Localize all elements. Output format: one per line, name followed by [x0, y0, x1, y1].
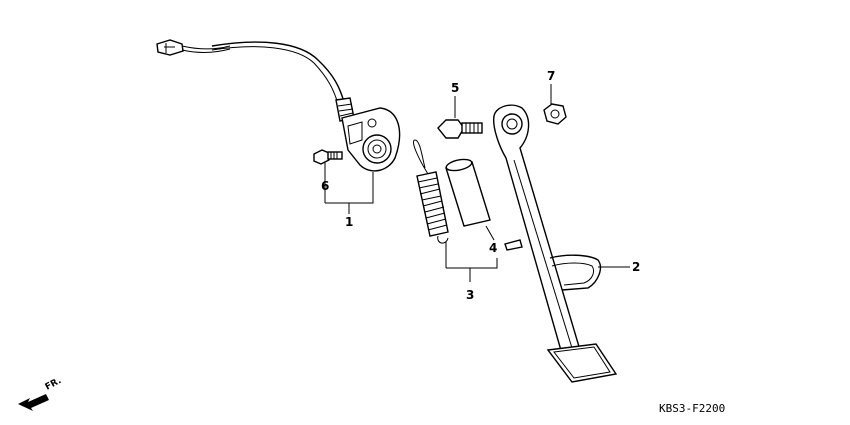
callout-6: 6: [321, 179, 329, 193]
front-direction-arrow-icon: FR.: [18, 376, 63, 411]
callout-7: 7: [547, 69, 555, 83]
callout-4: 4: [489, 241, 497, 255]
callout-1: 1: [345, 215, 353, 229]
switch-bolt: [313, 149, 343, 165]
pivot-nut: [543, 103, 567, 125]
callout-lines: [324, 84, 630, 282]
pivot-bolt: [437, 119, 483, 139]
side-stand: [492, 104, 618, 383]
front-direction-label: FR.: [44, 376, 63, 393]
callout-3: 3: [466, 288, 474, 302]
diagram-code: KBS3-F2200: [659, 402, 725, 415]
callout-2: 2: [632, 260, 640, 274]
side-stand-spring: [413, 139, 449, 244]
pivot-collar: [445, 158, 491, 227]
side-stand-switch: [156, 39, 401, 172]
callout-5: 5: [451, 81, 459, 95]
